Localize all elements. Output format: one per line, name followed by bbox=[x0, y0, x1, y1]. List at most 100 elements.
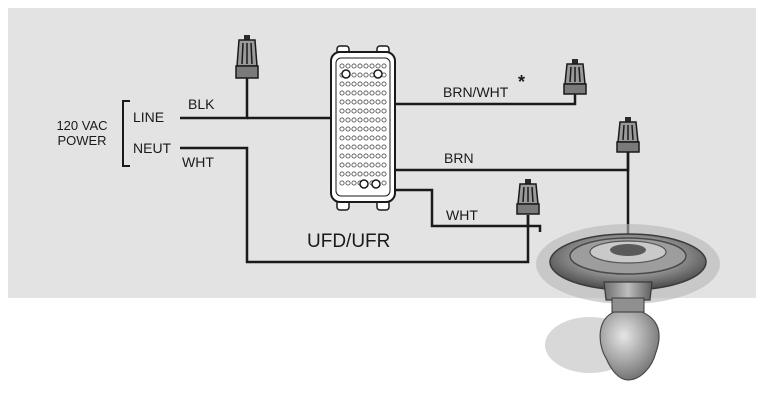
black-wire-label: BLK bbox=[188, 96, 215, 112]
module-vent-hole bbox=[363, 90, 369, 96]
module-vent-hole bbox=[345, 99, 351, 105]
module-vent-hole bbox=[345, 135, 351, 141]
module-vent-hole bbox=[375, 153, 381, 159]
module-vent-hole bbox=[339, 180, 345, 186]
module-vent-hole bbox=[381, 144, 387, 150]
module-vent-hole bbox=[369, 117, 375, 123]
module-screw-terminal bbox=[359, 179, 369, 189]
module-vent-hole bbox=[375, 144, 381, 150]
module-vent-hole bbox=[381, 117, 387, 123]
module-vent-hole bbox=[357, 108, 363, 114]
module-vent-hole bbox=[339, 99, 345, 105]
module-vent-hole bbox=[369, 171, 375, 177]
module-vent-hole bbox=[339, 126, 345, 132]
ceiling-light-fixture-icon bbox=[536, 224, 720, 381]
module-vent-hole bbox=[357, 144, 363, 150]
module-vent-hole bbox=[381, 180, 387, 186]
module-vent-hole bbox=[357, 117, 363, 123]
module-vent-hole bbox=[345, 180, 351, 186]
module-vent-hole bbox=[357, 63, 363, 69]
module-vent-hole bbox=[369, 153, 375, 159]
neutral-terminal-label: NEUT bbox=[133, 140, 172, 156]
module-vent-hole bbox=[363, 144, 369, 150]
module-vent-hole bbox=[381, 162, 387, 168]
module-vent-hole bbox=[369, 81, 375, 87]
module-vent-hole bbox=[345, 81, 351, 87]
module-vent-hole bbox=[345, 171, 351, 177]
brown-wire-label: BRN bbox=[444, 150, 474, 166]
module-vent-hole bbox=[351, 144, 357, 150]
power-voltage-text: 120 VAC bbox=[56, 118, 108, 133]
module-vent-hole bbox=[351, 63, 357, 69]
white-neutral-wire-label: WHT bbox=[182, 154, 214, 170]
module-vent-hole bbox=[339, 135, 345, 141]
module-vent-hole bbox=[369, 162, 375, 168]
footnote-asterisk: * bbox=[518, 72, 526, 92]
module-vent-hole bbox=[339, 117, 345, 123]
power-label-text: POWER bbox=[57, 132, 107, 148]
module-vent-hole bbox=[363, 135, 369, 141]
module-vent-hole bbox=[351, 162, 357, 168]
module-vent-hole bbox=[351, 171, 357, 177]
wire-nut-icon bbox=[235, 35, 259, 79]
module-vent-hole bbox=[339, 90, 345, 96]
control-module-icon bbox=[330, 45, 396, 211]
module-vent-hole bbox=[369, 99, 375, 105]
module-vent-hole bbox=[339, 171, 345, 177]
module-vent-hole bbox=[351, 135, 357, 141]
module-vent-hole bbox=[363, 171, 369, 177]
module-vent-hole bbox=[357, 81, 363, 87]
module-vent-hole bbox=[363, 153, 369, 159]
module-vent-hole bbox=[357, 90, 363, 96]
module-vent-hole bbox=[351, 72, 357, 78]
module-vent-hole bbox=[363, 72, 369, 78]
module-vent-hole bbox=[339, 108, 345, 114]
module-vent-hole bbox=[357, 162, 363, 168]
module-vent-hole bbox=[363, 117, 369, 123]
module-vent-hole bbox=[339, 153, 345, 159]
module-vent-hole bbox=[351, 90, 357, 96]
power-bracket bbox=[122, 100, 130, 167]
module-vent-hole bbox=[351, 180, 357, 186]
module-vent-hole bbox=[375, 90, 381, 96]
white-module-wire-label: WHT bbox=[446, 207, 478, 223]
module-vent-hole bbox=[345, 90, 351, 96]
module-vent-hole bbox=[381, 153, 387, 159]
module-vent-hole bbox=[351, 117, 357, 123]
module-vent-hole bbox=[357, 135, 363, 141]
module-vent-hole bbox=[363, 63, 369, 69]
module-vent-hole bbox=[345, 126, 351, 132]
module-vent-hole bbox=[339, 63, 345, 69]
module-vent-hole bbox=[381, 135, 387, 141]
module-vent-hole bbox=[375, 63, 381, 69]
module-vent-hole bbox=[381, 81, 387, 87]
module-vent-hole bbox=[363, 126, 369, 132]
wire-nut-icon bbox=[616, 117, 640, 153]
wires bbox=[180, 78, 630, 264]
module-vent-hole bbox=[351, 153, 357, 159]
module-vent-hole bbox=[381, 90, 387, 96]
module-vent-hole bbox=[381, 126, 387, 132]
module-vent-hole bbox=[363, 99, 369, 105]
module-vent-hole bbox=[357, 99, 363, 105]
power-source-label: 120 VAC POWER bbox=[50, 118, 114, 149]
module-vent-hole bbox=[357, 72, 363, 78]
module-vent-hole bbox=[363, 162, 369, 168]
module-vent-hole bbox=[381, 171, 387, 177]
module-vent-hole bbox=[369, 135, 375, 141]
module-vent-hole bbox=[363, 81, 369, 87]
module-vent-hole bbox=[357, 171, 363, 177]
module-vent-hole bbox=[369, 108, 375, 114]
module-vent-hole bbox=[375, 135, 381, 141]
module-vent-hole bbox=[375, 171, 381, 177]
module-vent-hole bbox=[345, 117, 351, 123]
module-vent-hole bbox=[375, 117, 381, 123]
module-vent-hole bbox=[351, 108, 357, 114]
module-vent-hole bbox=[345, 108, 351, 114]
module-vent-hole bbox=[345, 162, 351, 168]
wire-nut-icon bbox=[516, 179, 540, 215]
module-screw-terminal bbox=[341, 69, 351, 79]
module-vent-hole bbox=[363, 108, 369, 114]
module-vent-hole bbox=[381, 99, 387, 105]
